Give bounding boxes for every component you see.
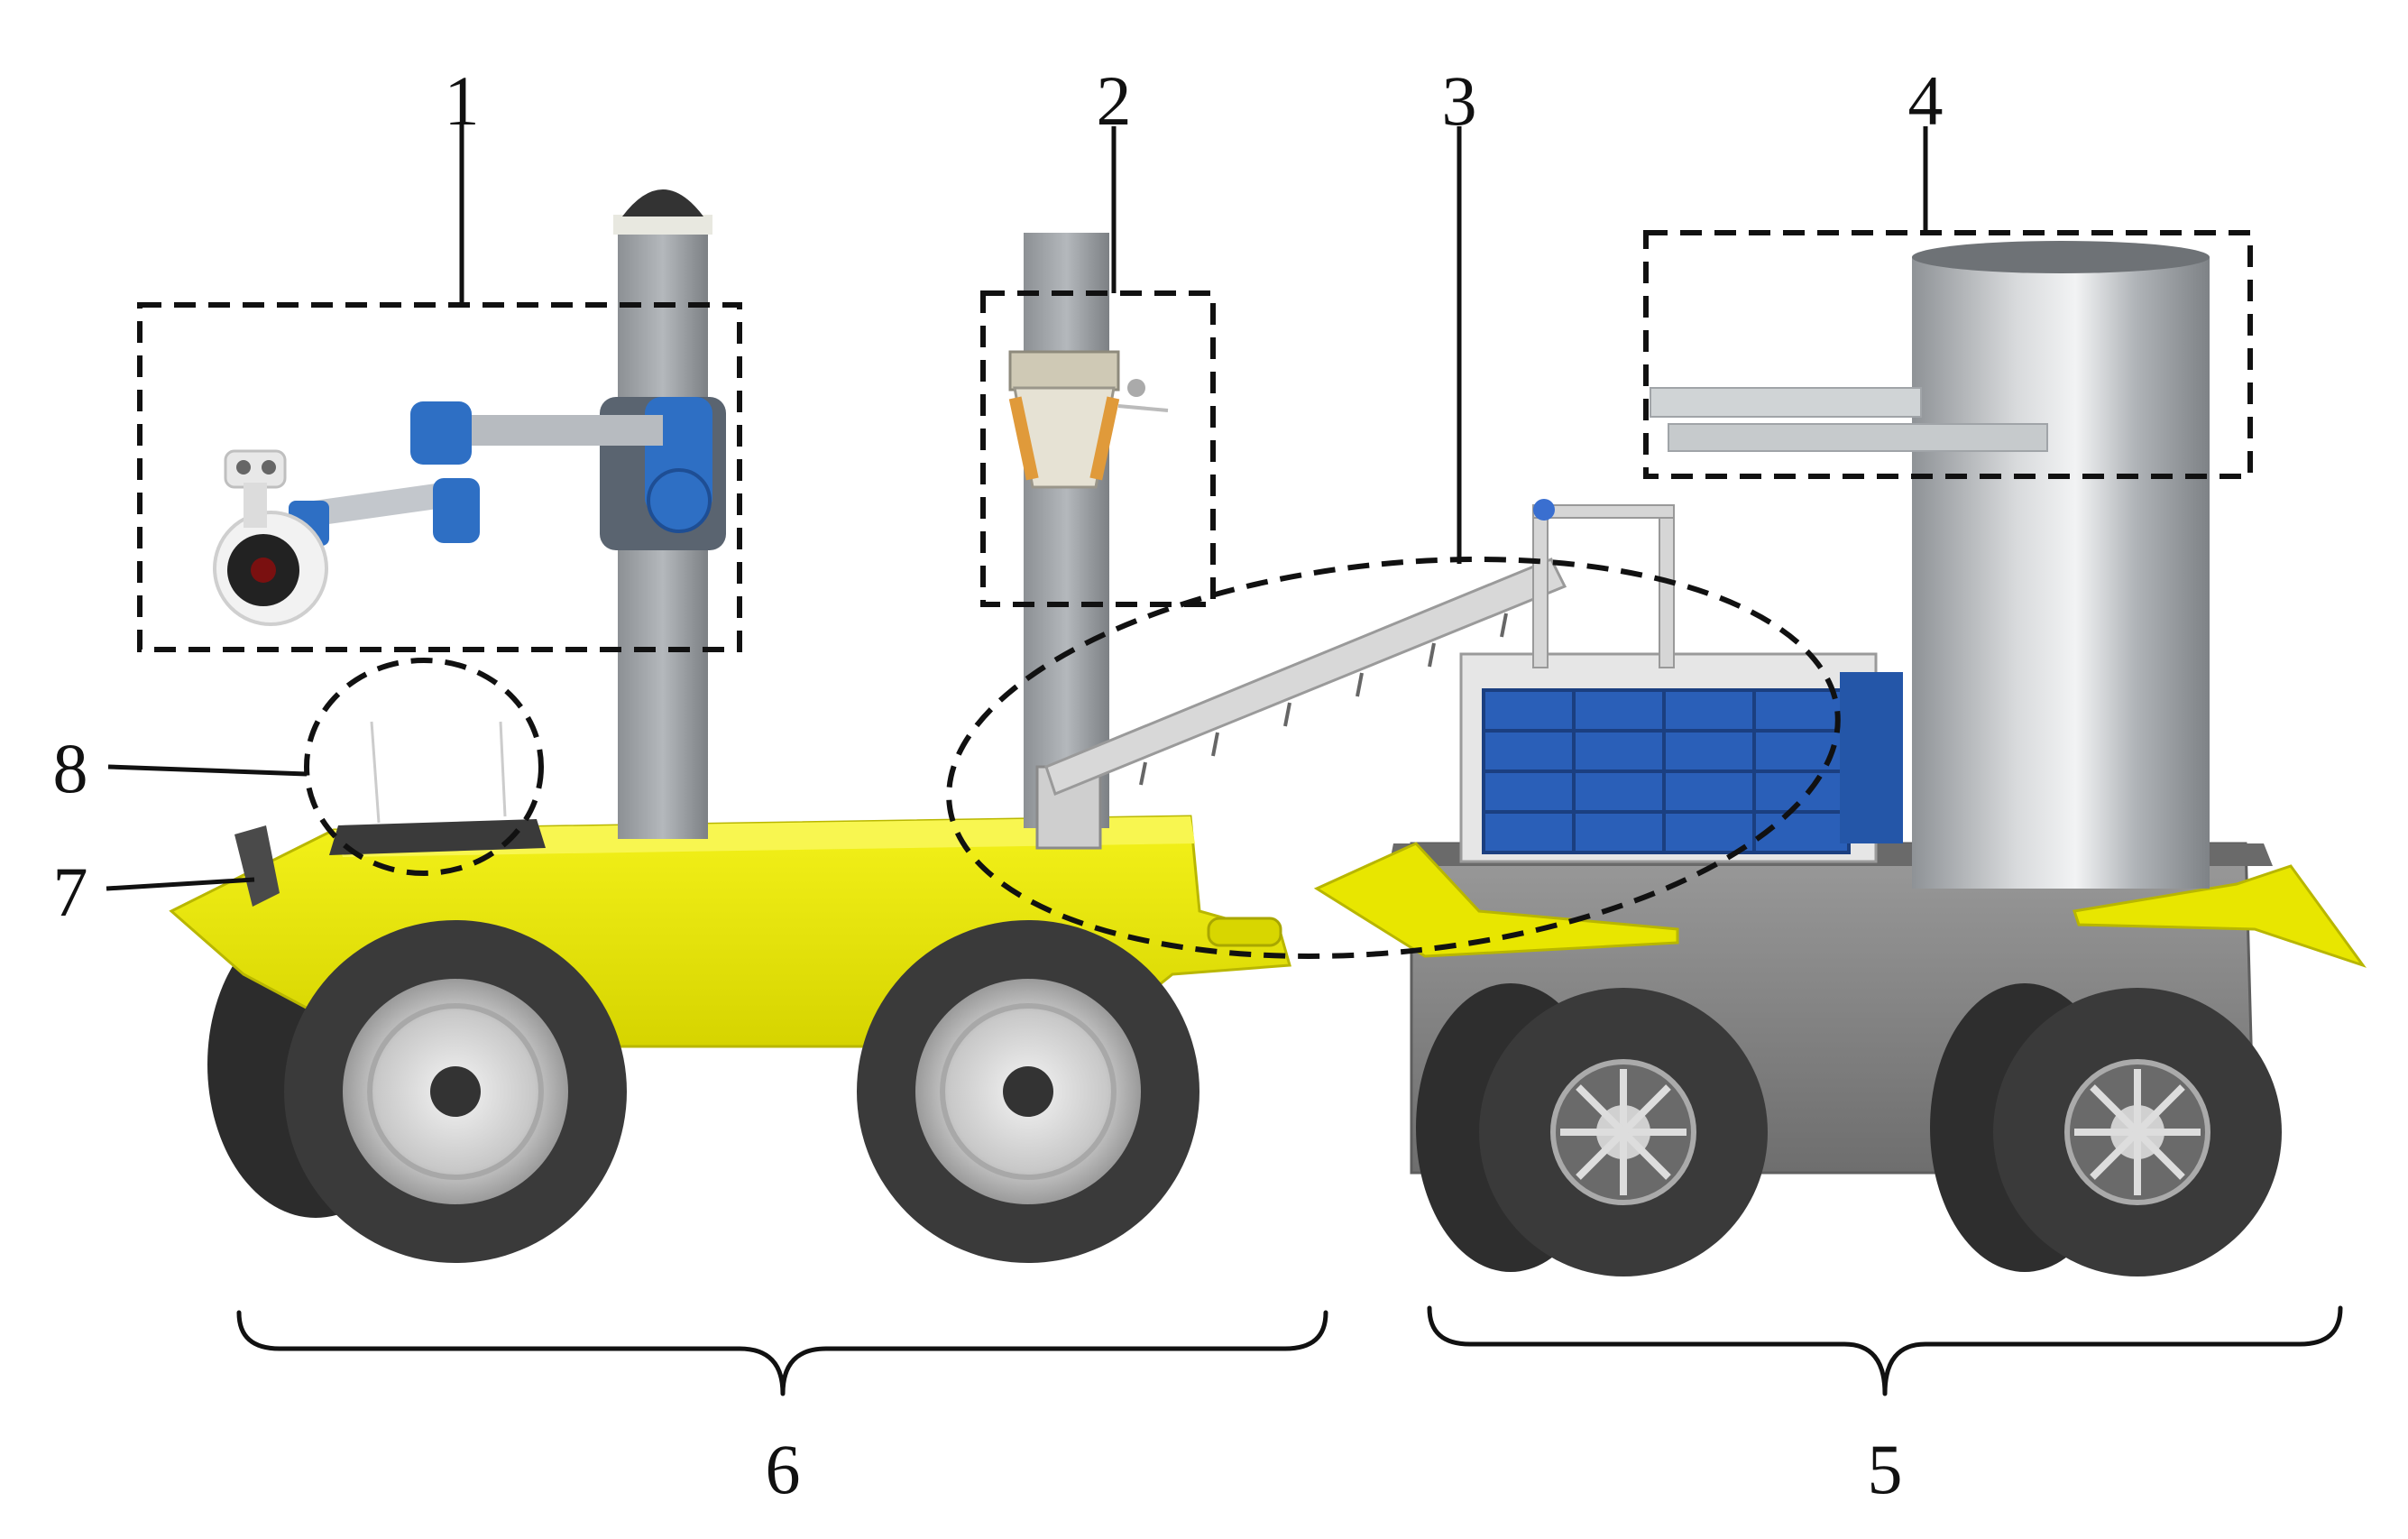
yellow-vehicle (169, 189, 1567, 1263)
dashed-box-2 (980, 290, 1216, 607)
front-left-wheel (284, 920, 627, 1263)
conveyor (1035, 558, 1567, 850)
callout-8: 8 (53, 729, 88, 807)
dashed-box-1 (137, 302, 742, 652)
collection-bin (1459, 499, 1903, 863)
brace-6 (236, 1310, 1328, 1396)
callout-5: 5 (1868, 1430, 1903, 1508)
callout-4: 4 (1908, 61, 1944, 140)
callout-7: 7 (53, 852, 88, 931)
trailer-front-wheel (1416, 983, 1768, 1276)
leader-8 (107, 764, 308, 777)
mast-dome (622, 189, 703, 217)
upper-fork (1650, 387, 1922, 418)
dashed-ellipse-3 (946, 557, 1841, 959)
tow-hitch (1207, 917, 1282, 947)
dashed-box-4 (1643, 230, 2253, 479)
front-right-wheel (857, 920, 1199, 1263)
lower-fork (1668, 423, 2048, 452)
gray-trailer (1313, 241, 2367, 1276)
annotations: 1 2 3 4 5 6 7 8 (53, 61, 2343, 1508)
steel-tank (1650, 241, 2210, 889)
dashed-ellipse-8 (304, 658, 544, 876)
tank-top (1912, 241, 2210, 273)
end-effector (1008, 350, 1169, 489)
callout-3: 3 (1442, 61, 1477, 140)
chassis-top-surface (334, 816, 1195, 857)
brace-5 (1427, 1305, 2343, 1396)
callout-6: 6 (766, 1430, 801, 1508)
rear-fender (2073, 864, 2367, 968)
trailer-rear-wheel (1930, 983, 2282, 1276)
leader-7 (106, 877, 255, 891)
robot-arm (289, 397, 726, 550)
lidar-plate (329, 819, 546, 855)
front-fender (1313, 842, 1679, 958)
tank-cylinder (1912, 257, 2210, 889)
gripper-mast (1024, 233, 1109, 828)
front-sensor (234, 825, 280, 907)
callout-2: 2 (1097, 61, 1132, 140)
camera (213, 449, 328, 626)
callout-1: 1 (445, 61, 480, 140)
